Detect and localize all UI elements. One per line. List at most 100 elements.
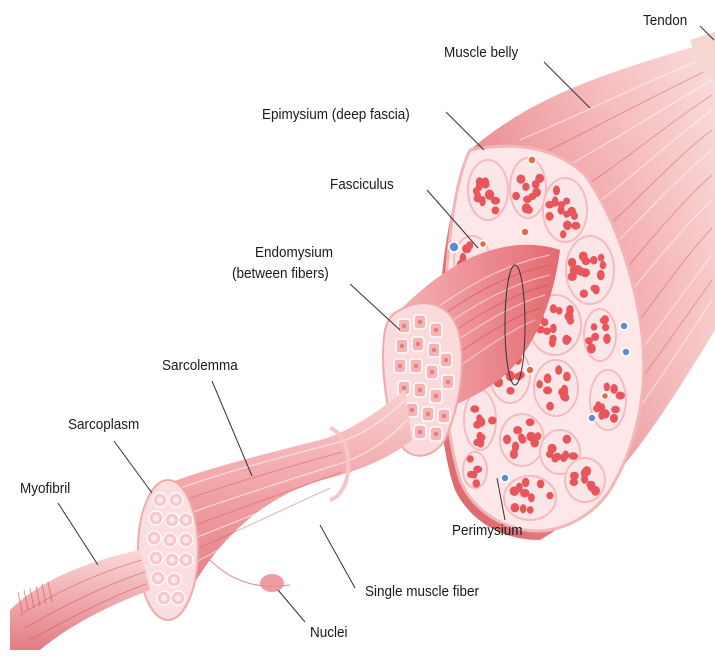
myofibril-core — [161, 595, 167, 601]
muscle-fiber-end — [571, 212, 578, 220]
fiber-core — [434, 432, 438, 436]
muscle-fiber-end — [610, 414, 618, 423]
muscle-fiber-end — [532, 188, 541, 197]
muscle-fiber-end — [522, 183, 529, 191]
muscle-fiber-end — [467, 455, 474, 463]
muscle-fiber-end — [473, 466, 482, 473]
fiber-core — [434, 394, 438, 398]
muscle-fiber-end — [462, 244, 471, 253]
myofibril-core — [175, 595, 181, 601]
muscle-fiber-end — [479, 196, 486, 206]
leader-sarcolemma — [212, 381, 252, 476]
muscle-fiber-end — [602, 323, 609, 331]
muscle-fiber-end — [558, 201, 566, 209]
muscle-fiber-end — [534, 432, 541, 440]
muscle-fiber-end — [519, 436, 526, 444]
muscle-fiber-end — [527, 506, 534, 514]
label-single-muscle-fiber: Single muscle fiber — [365, 583, 479, 601]
fiber-core — [446, 380, 450, 384]
muscle-fiber-end — [546, 212, 554, 221]
myofibril-core — [155, 575, 161, 581]
muscle-fiber-end — [513, 426, 522, 434]
label-epimysium: Epimysium (deep fascia) — [262, 106, 410, 124]
fiber-core — [430, 370, 434, 374]
muscle-fiber-end — [543, 386, 552, 394]
label-sarcolemma: Sarcolemma — [162, 357, 238, 375]
fiber-core — [418, 430, 422, 434]
muscle-fiber-end — [506, 387, 514, 395]
muscle-fiber-end — [549, 338, 556, 347]
fiber-core — [418, 320, 422, 324]
leader-single-fiber — [320, 525, 355, 588]
muscle-fiber-end — [556, 307, 563, 315]
muscle-fiber-end — [470, 405, 479, 413]
label-endomysium-sub: (between fibers) — [232, 265, 329, 283]
myofibril — [10, 550, 150, 650]
myofibril-core — [151, 535, 157, 541]
muscle-fiber-end — [562, 335, 570, 345]
muscle-fiber-end — [476, 414, 482, 422]
muscle-fiber-end — [569, 452, 579, 460]
muscle-fiber-end — [522, 478, 530, 487]
muscle-fiber-end — [567, 317, 574, 325]
muscle-fiber-end — [598, 254, 605, 262]
leader-epimysium — [446, 112, 484, 150]
muscle-fiber-end — [600, 317, 608, 324]
label-endomysium: Endomysium — [255, 244, 333, 262]
muscle-fiber-end — [562, 451, 569, 460]
muscle-fiber-end — [526, 418, 535, 426]
muscle-fiber-end — [597, 270, 605, 280]
muscle-fiber-end — [544, 374, 552, 384]
muscle-fiber-end — [473, 479, 481, 487]
muscle-fiber-end — [543, 328, 551, 335]
muscle-fiber-end — [560, 230, 566, 238]
myofibril-core — [171, 577, 177, 583]
muscle-fiber-end — [512, 192, 520, 201]
fascicle — [504, 476, 556, 520]
muscle-fiber-end — [517, 175, 526, 184]
muscle-fiber-end — [467, 471, 475, 478]
muscle-fiber-end — [510, 449, 518, 459]
muscle-fiber-end — [587, 343, 596, 353]
muscle-fiber-end — [563, 372, 571, 382]
muscle-fiber-end — [510, 486, 519, 496]
muscle-fiber-end — [536, 380, 543, 388]
fiber-core — [416, 342, 420, 346]
myofibril-core — [183, 517, 189, 523]
muscle-fiber-end — [591, 333, 599, 341]
fiber-core — [444, 358, 448, 362]
myofibril-core — [183, 537, 189, 543]
leader-endomysium — [350, 284, 400, 330]
muscle-fiber-end — [563, 435, 572, 444]
muscle-fiber-end — [553, 453, 562, 461]
muscle-fiber-end — [611, 406, 620, 413]
muscle-fiber-end — [511, 503, 520, 512]
label-myofibril: Myofibril — [20, 480, 70, 498]
fascicle — [468, 160, 508, 220]
muscle-fiber-end — [598, 411, 605, 420]
muscle-fiber-end — [503, 435, 511, 445]
fiber-core — [434, 328, 438, 332]
muscle-fiber-end — [600, 261, 607, 269]
fascicle — [534, 360, 578, 416]
fiber-core — [402, 324, 406, 328]
fascicle — [584, 309, 616, 361]
muscle-fiber-end — [546, 492, 553, 499]
myofibril-core — [169, 557, 175, 563]
muscle-fiber-end — [603, 334, 611, 344]
muscle-fiber-end — [545, 201, 554, 209]
muscle-fiber-end — [520, 504, 527, 513]
muscle-fiber-end — [488, 417, 496, 425]
fascicle — [565, 458, 605, 502]
muscle-fiber-end — [591, 323, 598, 331]
muscle-fiber-end — [514, 373, 522, 380]
label-nuclei: Nuclei — [310, 624, 348, 642]
label-muscle-belly: Muscle belly — [444, 44, 518, 62]
muscle-fiber-end — [523, 196, 532, 204]
label-tendon: Tendon — [643, 12, 687, 30]
muscle-fiber-end — [570, 472, 579, 480]
muscle-fiber-end — [593, 285, 600, 295]
muscle-fiber-end — [537, 480, 545, 489]
myofibril-core — [173, 497, 179, 503]
